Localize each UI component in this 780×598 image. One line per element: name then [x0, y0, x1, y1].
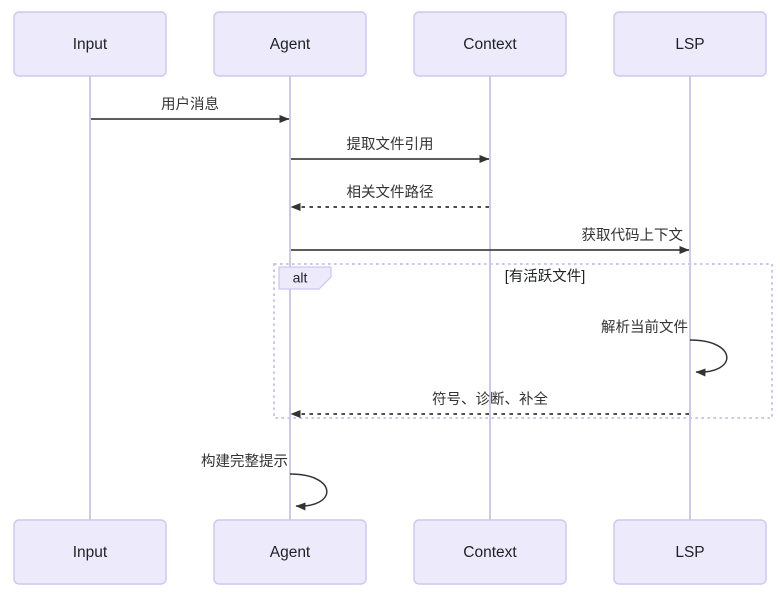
participant-lsp-top[interactable]: LSP: [613, 11, 767, 77]
message-m7: 构建完整提示: [201, 453, 328, 511]
participant-label: Input: [73, 544, 108, 561]
participants-top-group: Input Agent Context LSP: [13, 11, 767, 77]
message-label: 获取代码上下文: [582, 227, 684, 244]
participant-input-top[interactable]: Input: [13, 11, 167, 77]
participant-agent-bottom[interactable]: Agent: [213, 519, 367, 585]
messages-group: 用户消息提取文件引用相关文件路径获取代码上下文解析当前文件符号、诊断、补全构建完…: [91, 96, 728, 511]
participants-bottom-group: Input Agent Context LSP: [13, 519, 767, 585]
participant-box: [613, 11, 767, 77]
fragment-frame-alt: [273, 263, 773, 419]
message-m3: 相关文件路径: [290, 184, 489, 211]
message-m6: 符号、诊断、补全: [290, 390, 689, 418]
participant-label: Agent: [270, 544, 311, 561]
message-m5: 解析当前文件: [601, 319, 728, 377]
participant-label: LSP: [675, 544, 704, 561]
participant-box: [613, 519, 767, 585]
participant-label: Agent: [270, 36, 311, 53]
message-label: 符号、诊断、补全: [432, 390, 548, 408]
message-self-loop: [689, 339, 728, 377]
participant-box: [213, 11, 367, 77]
participant-box: [413, 519, 567, 585]
message-m4: 获取代码上下文: [291, 227, 690, 254]
message-label: 提取文件引用: [347, 136, 434, 153]
fragment-tag-label: alt: [293, 270, 308, 286]
message-label: 相关文件路径: [347, 184, 434, 201]
participant-label: Context: [463, 36, 517, 53]
participant-box: [413, 11, 567, 77]
participant-agent-top[interactable]: Agent: [213, 11, 367, 77]
message-m1: 用户消息: [91, 96, 290, 123]
message-label: 构建完整提示: [201, 453, 288, 470]
participant-box: [13, 519, 167, 585]
participant-context-top[interactable]: Context: [413, 11, 567, 77]
fragment-condition-label: [有活跃文件]: [505, 268, 586, 285]
message-m2: 提取文件引用: [291, 136, 490, 163]
lifelines-group: [89, 76, 691, 520]
participant-lsp-bottom[interactable]: LSP: [613, 519, 767, 585]
participant-context-bottom[interactable]: Context: [413, 519, 567, 585]
participant-input-bottom[interactable]: Input: [13, 519, 167, 585]
fragment-tag-shape: [278, 266, 332, 290]
participant-label: Context: [463, 544, 517, 561]
message-self-loop: [289, 473, 328, 511]
participant-label: Input: [73, 36, 108, 53]
participant-box: [13, 11, 167, 77]
participant-box: [213, 519, 367, 585]
fragments-group: alt [有活跃文件]: [273, 263, 773, 419]
message-label: 解析当前文件: [601, 319, 688, 336]
message-label: 用户消息: [161, 96, 219, 113]
participant-label: LSP: [675, 36, 704, 53]
